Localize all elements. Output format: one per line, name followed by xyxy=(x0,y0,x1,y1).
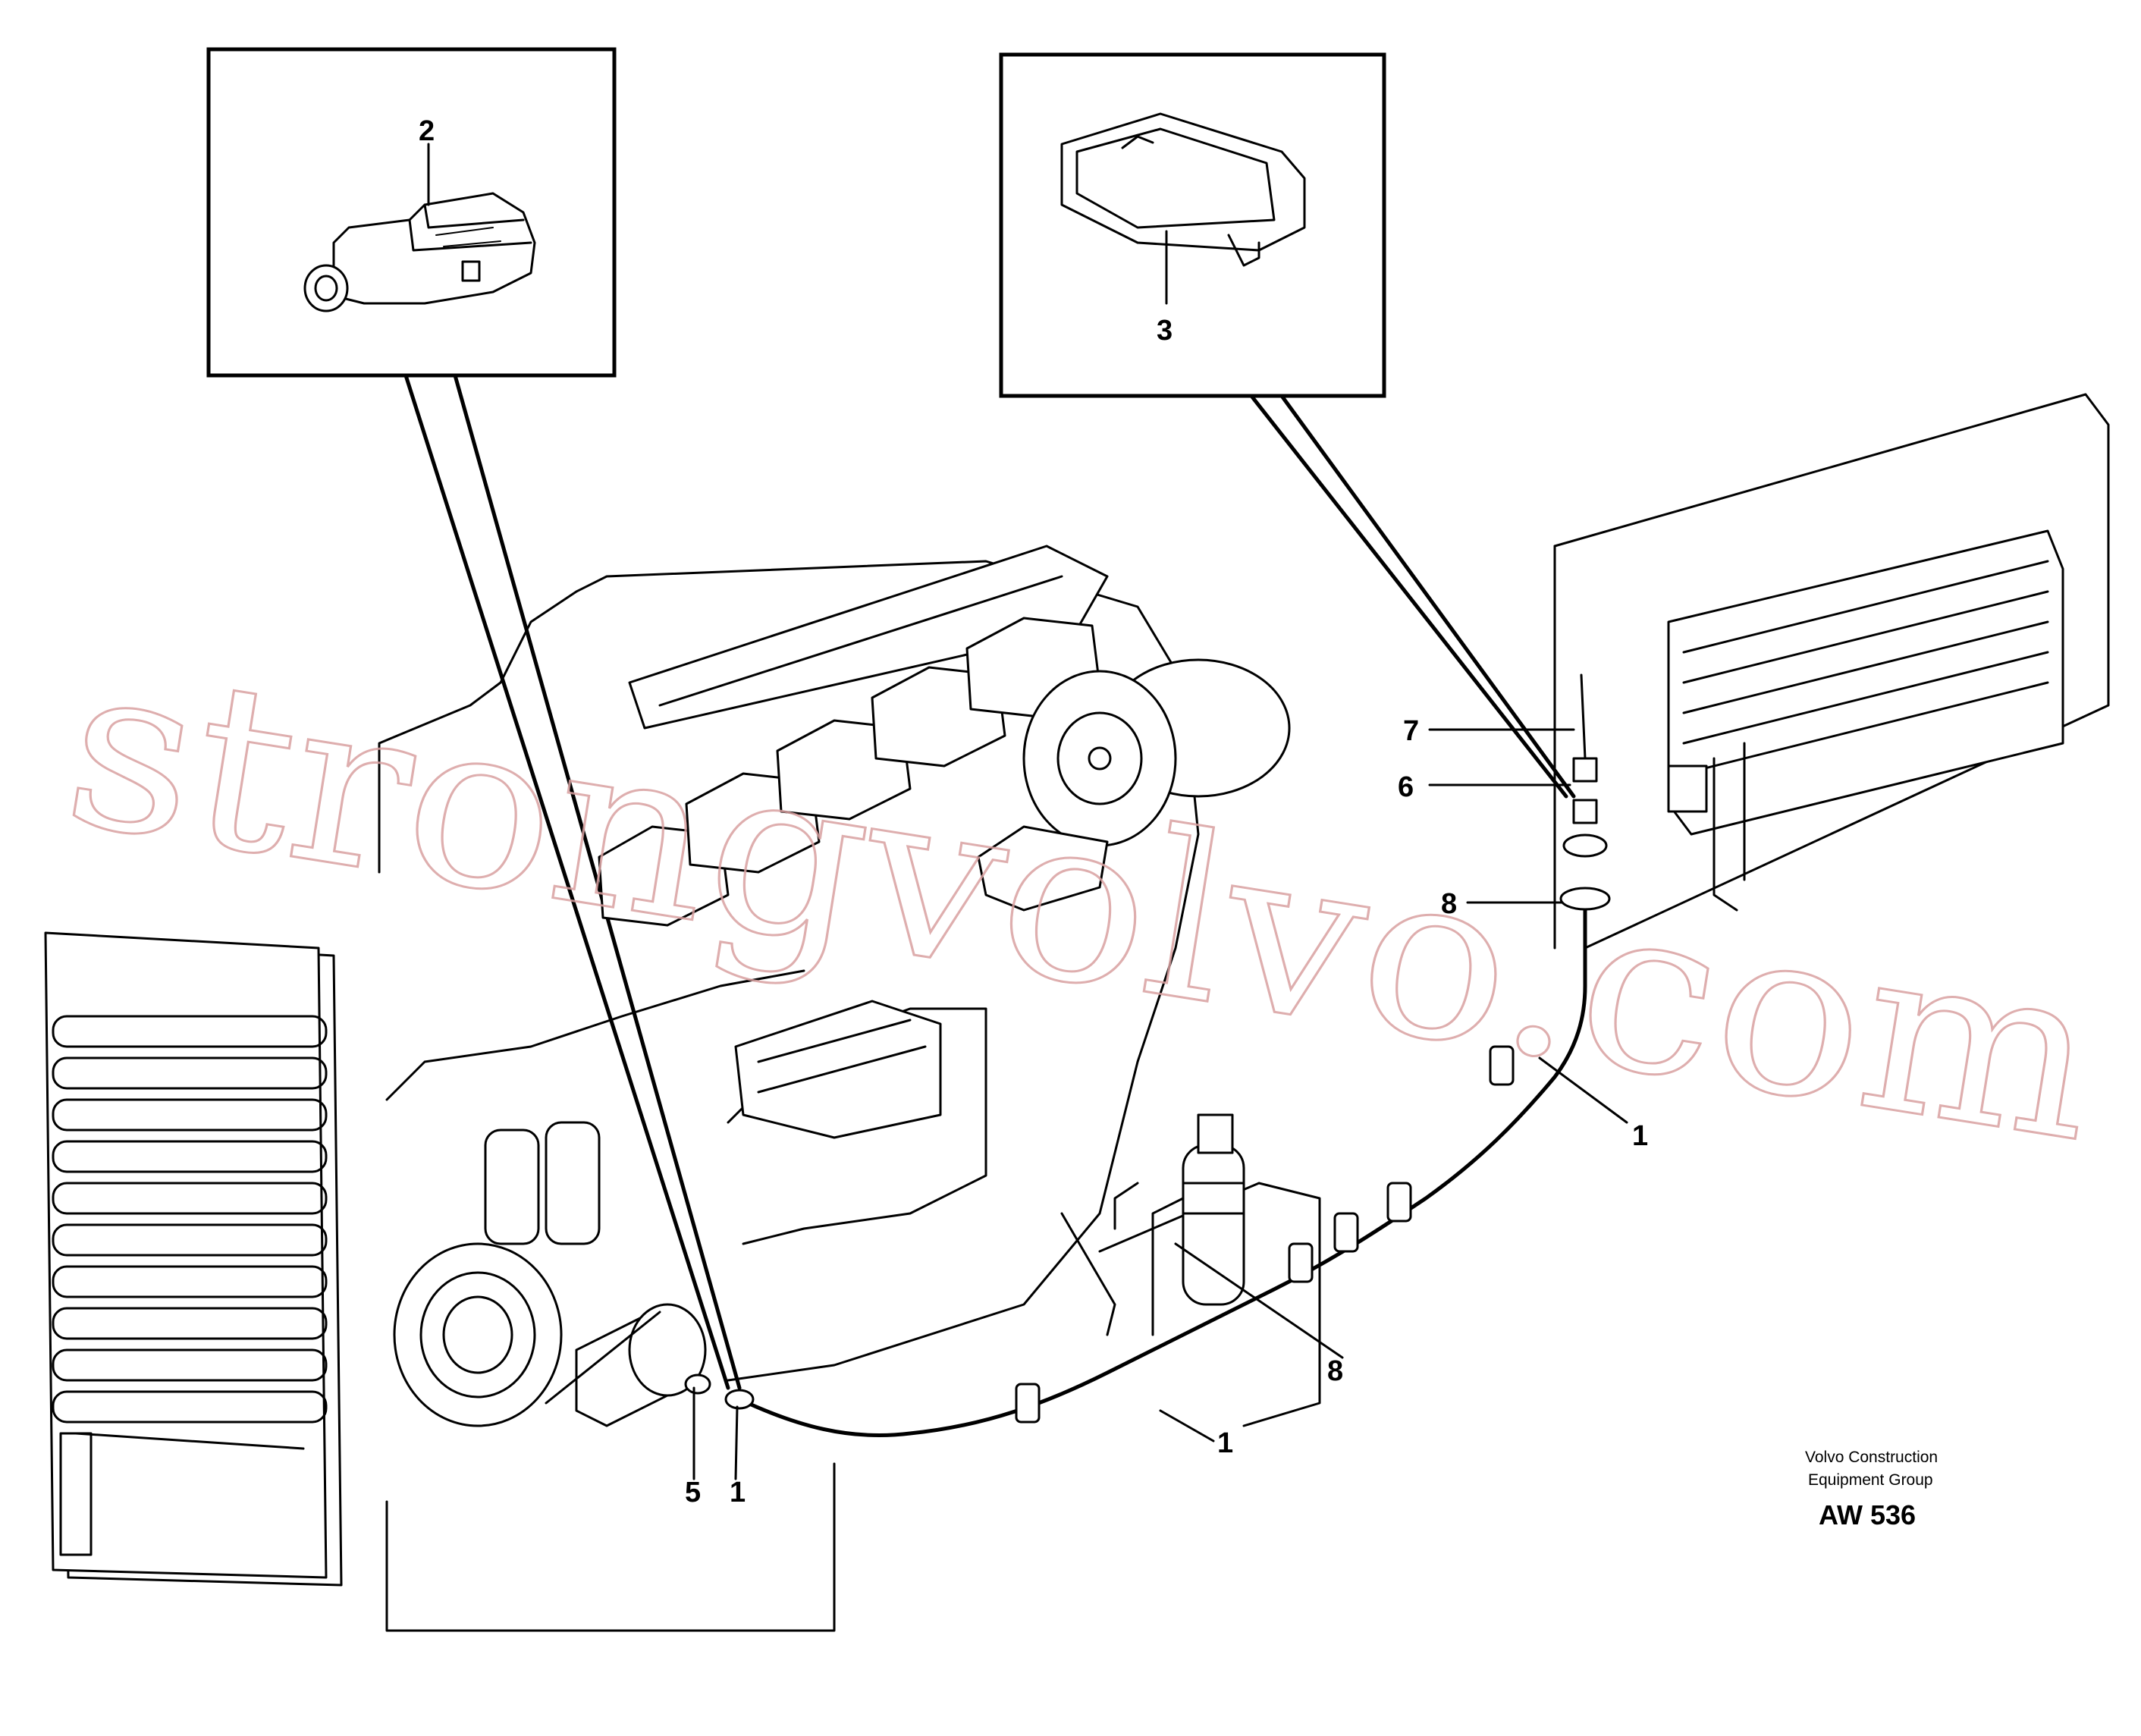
rocker-covers xyxy=(598,617,1101,927)
engine-block xyxy=(378,545,1291,1632)
inset-connector-detail: 2 xyxy=(206,47,742,1390)
connector-plug-icon xyxy=(303,192,536,312)
cover-part-icon xyxy=(1060,112,1306,267)
publisher-block: Volvo Construction Equipment Group AW 53… xyxy=(1805,1449,1938,1530)
ac-compressor xyxy=(545,1303,707,1427)
condenser-fins xyxy=(52,1015,328,1424)
turbocharger xyxy=(977,658,1291,912)
callout-1-center: 1 xyxy=(1217,1427,1233,1459)
figure-code: AW 536 xyxy=(1819,1499,1916,1530)
callout-8-lower: 8 xyxy=(1327,1355,1343,1387)
callout-1-left: 1 xyxy=(730,1477,746,1508)
evaporator-unit xyxy=(1553,393,2110,950)
callout-labels: 7 6 8 1 8 1 5 1 xyxy=(685,715,1648,1508)
callout-1-right: 1 xyxy=(1632,1120,1648,1152)
inset-cover-detail: 3 xyxy=(999,52,1576,799)
callout-2: 2 xyxy=(419,115,435,147)
callout-7: 7 xyxy=(1403,715,1419,747)
condenser-unit xyxy=(44,931,343,1587)
crank-pulley xyxy=(393,1242,563,1427)
callout-5: 5 xyxy=(685,1477,701,1508)
receiver-drier xyxy=(1098,1113,1321,1427)
publisher-line-1: Volvo Construction xyxy=(1805,1449,1938,1466)
callout-3: 3 xyxy=(1157,315,1173,347)
callout-8-upper: 8 xyxy=(1441,888,1457,920)
publisher-line-2: Equipment Group xyxy=(1808,1471,1933,1489)
callout-leaders xyxy=(692,728,1628,1480)
callout-6: 6 xyxy=(1398,771,1414,803)
wire-harness xyxy=(684,673,1611,1438)
